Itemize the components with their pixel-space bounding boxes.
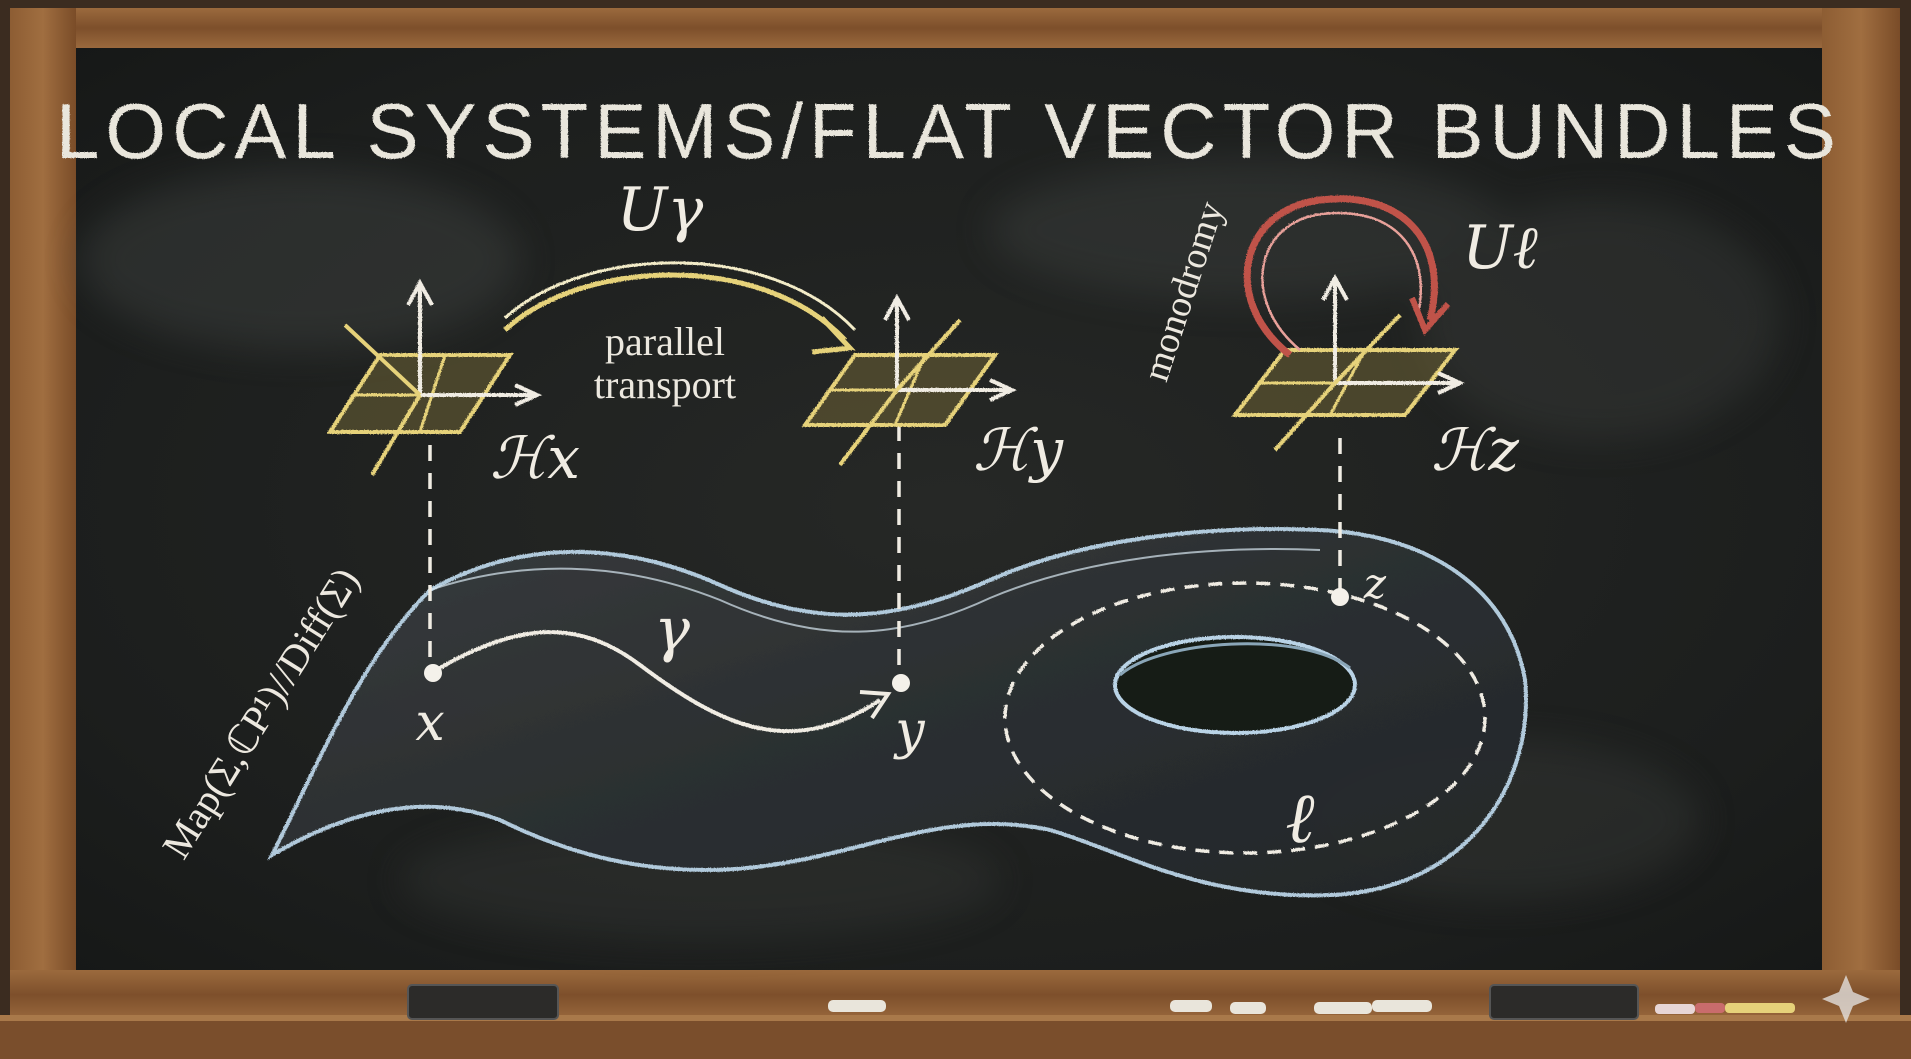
point-label-x: x: [415, 693, 444, 753]
parallel-label-line2: transport: [594, 362, 736, 407]
point-x-dot: [424, 664, 442, 682]
eraser-right: [1490, 985, 1638, 1019]
point-label-z: z: [1363, 559, 1387, 608]
operator-u-gamma: Uγ: [617, 175, 704, 245]
board-title: LOCAL SYSTEMS/FLAT VECTOR BUNDLES: [56, 87, 1842, 175]
frame-top: [10, 8, 1900, 48]
operator-u-ell: Uℓ: [1462, 213, 1538, 283]
torus-hole: [1115, 637, 1355, 733]
fiber-label-hx: ℋx: [490, 424, 580, 492]
fiber-label-hz: ℋz: [1431, 416, 1519, 484]
loop-label-ell: ℓ: [1285, 777, 1314, 859]
parallel-label-line1: parallel: [605, 319, 725, 364]
chalk-tray: [0, 1015, 1911, 1059]
point-z-dot: [1331, 588, 1349, 606]
eraser-left: [408, 985, 558, 1019]
point-y-dot: [892, 674, 910, 692]
path-label-gamma: γ: [654, 595, 690, 665]
point-label-y: y: [893, 701, 925, 761]
fiber-label-hy: ℋy: [973, 416, 1064, 484]
